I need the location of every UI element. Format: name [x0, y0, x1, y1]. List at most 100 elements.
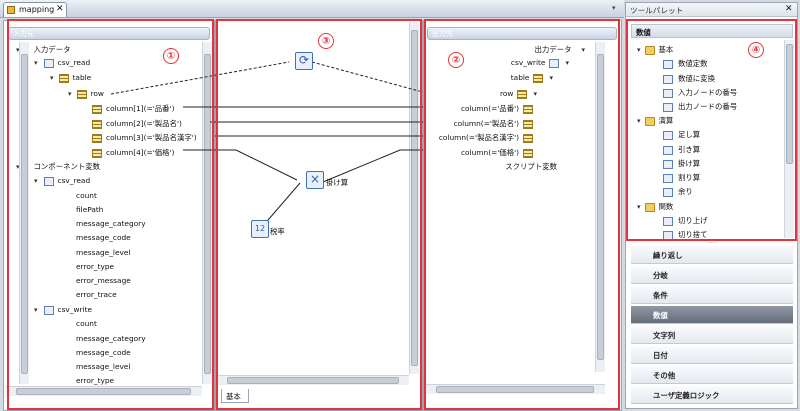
tree-node[interactable]: error_message	[76, 276, 131, 285]
category-button-selected[interactable]: 数値	[631, 306, 793, 324]
palette-item[interactable]: 入力ノードの番号	[663, 87, 737, 98]
expand-chevron-icon[interactable]: ▾	[549, 74, 553, 82]
input-vertical-scrollbar[interactable]	[202, 42, 212, 384]
tree-node[interactable]: error_type	[76, 376, 115, 385]
palette-item[interactable]: 数値に変換	[663, 73, 715, 84]
expand-chevron-icon[interactable]: ▾	[533, 90, 537, 98]
canvas-bottom-tab[interactable]: 基本	[221, 389, 249, 403]
tree-node[interactable]: ▾入力データ	[16, 44, 70, 55]
palette-vertical-scrollbar[interactable]	[784, 40, 794, 238]
palette-item[interactable]: 数値定数	[663, 58, 708, 69]
tree-node[interactable]: column[2](='製品名')	[92, 118, 182, 129]
category-button[interactable]: 分岐	[631, 266, 793, 284]
expand-chevron-icon[interactable]: ▾	[637, 46, 641, 54]
tree-node[interactable]: message_category	[76, 334, 146, 343]
category-button[interactable]: 文字列	[631, 326, 793, 344]
scrollbar-thumb[interactable]	[16, 388, 191, 395]
loop-node-icon[interactable]: ⟳	[295, 52, 313, 70]
category-button[interactable]: その他	[631, 366, 793, 384]
category-button[interactable]: 日付	[631, 346, 793, 364]
tree-node[interactable]: ▾csv_read	[34, 58, 90, 68]
loop-connector-line[interactable]	[110, 61, 290, 95]
category-button[interactable]: 繰り返し	[631, 246, 793, 264]
tree-node[interactable]: message_code	[76, 233, 131, 242]
tree-node[interactable]: 出力データ▾	[535, 44, 585, 55]
category-button[interactable]: ユーザ定義ロジック	[631, 386, 793, 404]
tree-node[interactable]: column(='製品名漢字')	[439, 132, 533, 143]
tree-node[interactable]: filePath	[76, 205, 104, 214]
expand-chevron-icon[interactable]: ▾	[16, 46, 20, 54]
tree-node[interactable]: ▾table	[50, 73, 91, 83]
tree-node[interactable]: error_type	[76, 262, 115, 271]
canvas-vertical-scrollbar[interactable]	[409, 22, 419, 374]
palette-item[interactable]: 割り算	[663, 172, 700, 183]
expand-chevron-icon[interactable]: ▾	[34, 306, 38, 314]
scrollbar-thumb[interactable]	[411, 30, 418, 366]
tree-node[interactable]: ▾csv_read	[34, 176, 90, 186]
expand-chevron-icon[interactable]: ▾	[34, 59, 38, 67]
tree-node[interactable]: message_category	[76, 219, 146, 228]
tree-node[interactable]: count	[76, 319, 97, 328]
tab-mapping[interactable]: mapping ✕	[3, 2, 67, 17]
tree-node[interactable]: ▾csv_write	[34, 305, 92, 315]
palette-item[interactable]: 掛け算	[663, 158, 700, 169]
palette-folder[interactable]: ▾関数	[637, 201, 673, 212]
tree-node[interactable]: ▾コンポーネント変数	[16, 161, 100, 172]
tree-node-label: スクリプト変数	[505, 162, 557, 171]
close-icon[interactable]: ✕	[785, 4, 793, 14]
expand-chevron-icon[interactable]: ▾	[50, 74, 54, 82]
palette-item[interactable]: 足し算	[663, 129, 700, 140]
palette-item[interactable]: 引き算	[663, 144, 700, 155]
palette-item[interactable]: 切り上げ	[663, 215, 708, 226]
expand-chevron-icon[interactable]: ▾	[16, 163, 20, 171]
tree-node[interactable]: table▾	[511, 73, 553, 83]
expand-chevron-icon[interactable]: ▾	[34, 177, 38, 185]
loop-connector-line[interactable]	[311, 61, 431, 95]
category-button[interactable]: 条件	[631, 286, 793, 304]
mapping-canvas[interactable]	[215, 20, 423, 411]
tree-node[interactable]: row▾	[500, 89, 537, 99]
expand-chevron-icon[interactable]: ▾	[68, 90, 72, 98]
tree-node[interactable]: column(='品番')	[461, 103, 533, 114]
tree-node[interactable]: csv_write▾	[511, 58, 569, 68]
multiply-node-icon[interactable]: ×	[306, 171, 324, 189]
palette-splitter[interactable]: .....	[631, 239, 793, 245]
tree-node[interactable]: column[4](='価格')	[92, 147, 174, 158]
palette-folder[interactable]: ▾演算	[637, 115, 673, 126]
scrollbar-thumb[interactable]	[227, 377, 399, 384]
tax-rate-node-icon[interactable]: 12	[251, 220, 269, 238]
palette-folder[interactable]: ▾基本	[637, 44, 673, 55]
tree-node[interactable]: count	[76, 191, 97, 200]
scrollbar-thumb[interactable]	[21, 54, 28, 374]
column-icon	[92, 133, 102, 143]
tree-node[interactable]: スクリプト変数	[505, 161, 557, 172]
scrollbar-thumb[interactable]	[786, 44, 793, 164]
tree-node[interactable]: message_code	[76, 348, 131, 357]
output-vertical-scrollbar[interactable]	[595, 42, 605, 372]
tree-node[interactable]: column(='製品名')	[454, 118, 533, 129]
expand-chevron-icon[interactable]: ▾	[565, 59, 569, 67]
tree-node[interactable]: column[1](='品番')	[92, 103, 174, 114]
palette-item[interactable]: 余り	[663, 186, 693, 197]
canvas-horizontal-scrollbar[interactable]	[217, 375, 409, 385]
tab-close-icon[interactable]: ✕	[56, 4, 64, 14]
connector-line[interactable]	[183, 149, 298, 181]
input-horizontal-scrollbar[interactable]	[6, 386, 202, 396]
scrollbar-thumb[interactable]	[436, 386, 594, 393]
expand-chevron-icon[interactable]: ▾	[581, 46, 585, 54]
tree-node[interactable]: message_level	[76, 362, 131, 371]
tree-node[interactable]: message_level	[76, 248, 131, 257]
scrollbar-thumb[interactable]	[597, 54, 604, 360]
tree-node[interactable]: column(='価格')	[461, 147, 533, 158]
tree-node[interactable]: ▾row	[68, 89, 104, 99]
tab-menu-chevron-icon[interactable]: ▾	[612, 4, 616, 12]
scrollbar-thumb[interactable]	[204, 54, 211, 374]
tree-node[interactable]: error_trace	[76, 290, 117, 299]
input-vertical-scrollbar-left[interactable]	[19, 42, 29, 384]
output-horizontal-scrollbar[interactable]	[426, 384, 605, 394]
expand-chevron-icon[interactable]: ▾	[637, 117, 641, 125]
palette-item[interactable]: 出力ノードの番号	[663, 101, 737, 112]
connector-line[interactable]	[261, 182, 301, 228]
tree-node[interactable]: column[3](='製品名漢字')	[92, 132, 197, 143]
expand-chevron-icon[interactable]: ▾	[637, 203, 641, 211]
